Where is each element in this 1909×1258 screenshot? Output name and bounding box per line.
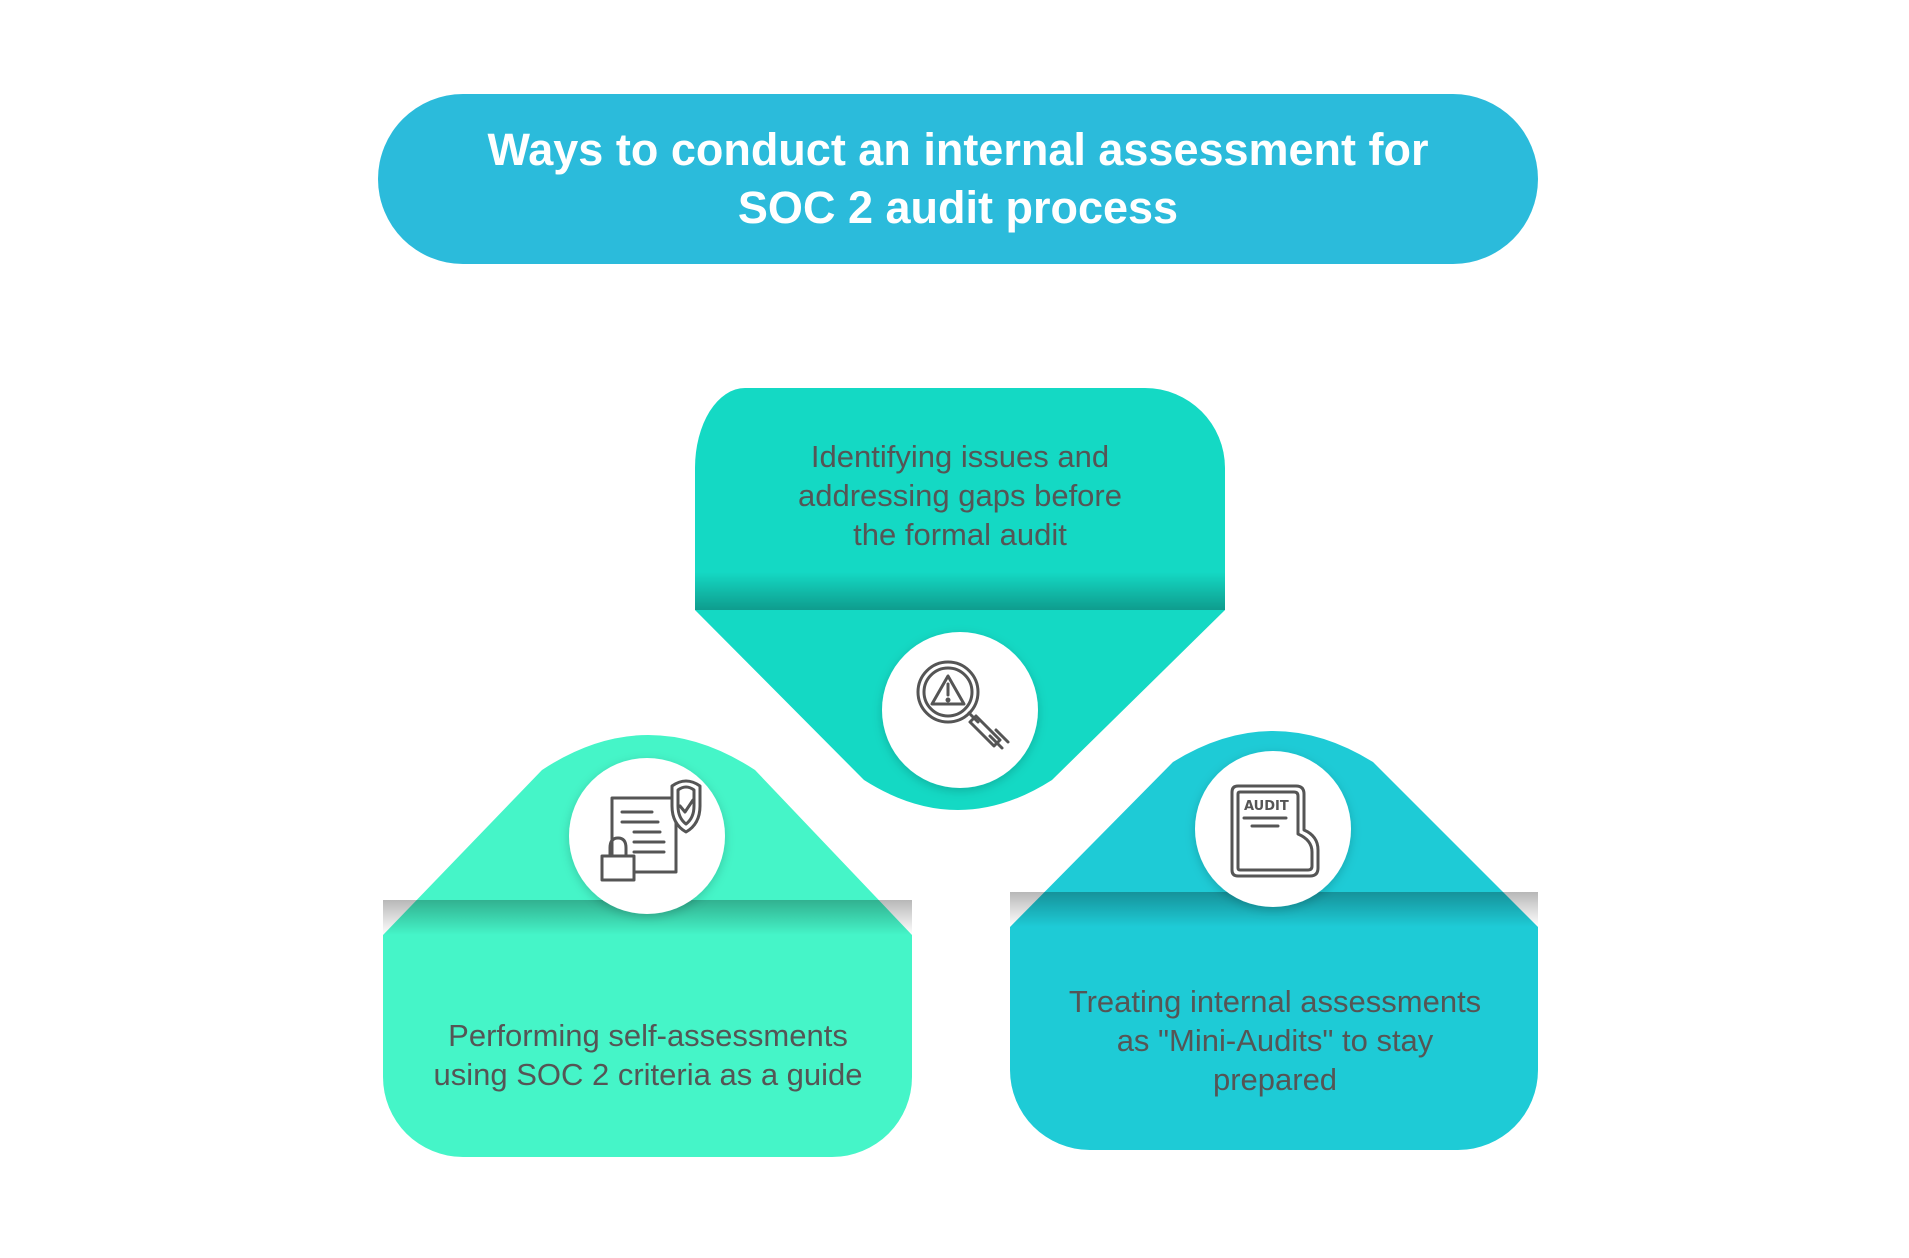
card-top-fold [695, 572, 1225, 610]
card-left [383, 735, 912, 1157]
card-right: AUDIT [1010, 731, 1538, 1150]
card-right-text: Treating internal assessments as "Mini-A… [1020, 975, 1530, 1105]
magnifier-warning-icon [916, 660, 1010, 750]
audit-document-icon: AUDIT [1230, 784, 1320, 878]
card-left-text: Performing self-assessments using SOC 2 … [393, 1005, 903, 1105]
card-top-text: Identifying issues and addressing gaps b… [735, 430, 1185, 560]
card-right-icon-circle [1195, 751, 1351, 907]
card-right-line-1: Treating internal assessments [1068, 983, 1482, 1019]
card-right-shape [1010, 731, 1538, 1150]
card-right-line-2: as "Mini-Audits" to stay [1116, 1022, 1434, 1058]
card-left-line-2: using SOC 2 criteria as a guide [433, 1057, 863, 1092]
document-lock-shield-icon [600, 779, 702, 882]
title-line-2: SOC 2 audit process [737, 182, 1179, 233]
card-top-line-2: addressing gaps before [797, 477, 1122, 513]
audit-icon-label: AUDIT [1244, 799, 1289, 814]
card-left-shape [383, 735, 912, 1157]
title-line-1: Ways to conduct an internal assessment f… [487, 124, 1429, 175]
card-top [695, 388, 1225, 810]
card-top-icon-circle [882, 632, 1038, 788]
card-right-line-3: prepared [1212, 1061, 1338, 1097]
card-top-line-3: the formal audit [853, 516, 1067, 552]
title-banner: Ways to conduct an internal assessment f… [378, 94, 1538, 264]
card-top-line-1: Identifying issues and [810, 438, 1110, 474]
card-left-line-1: Performing self-assessments [448, 1018, 848, 1053]
